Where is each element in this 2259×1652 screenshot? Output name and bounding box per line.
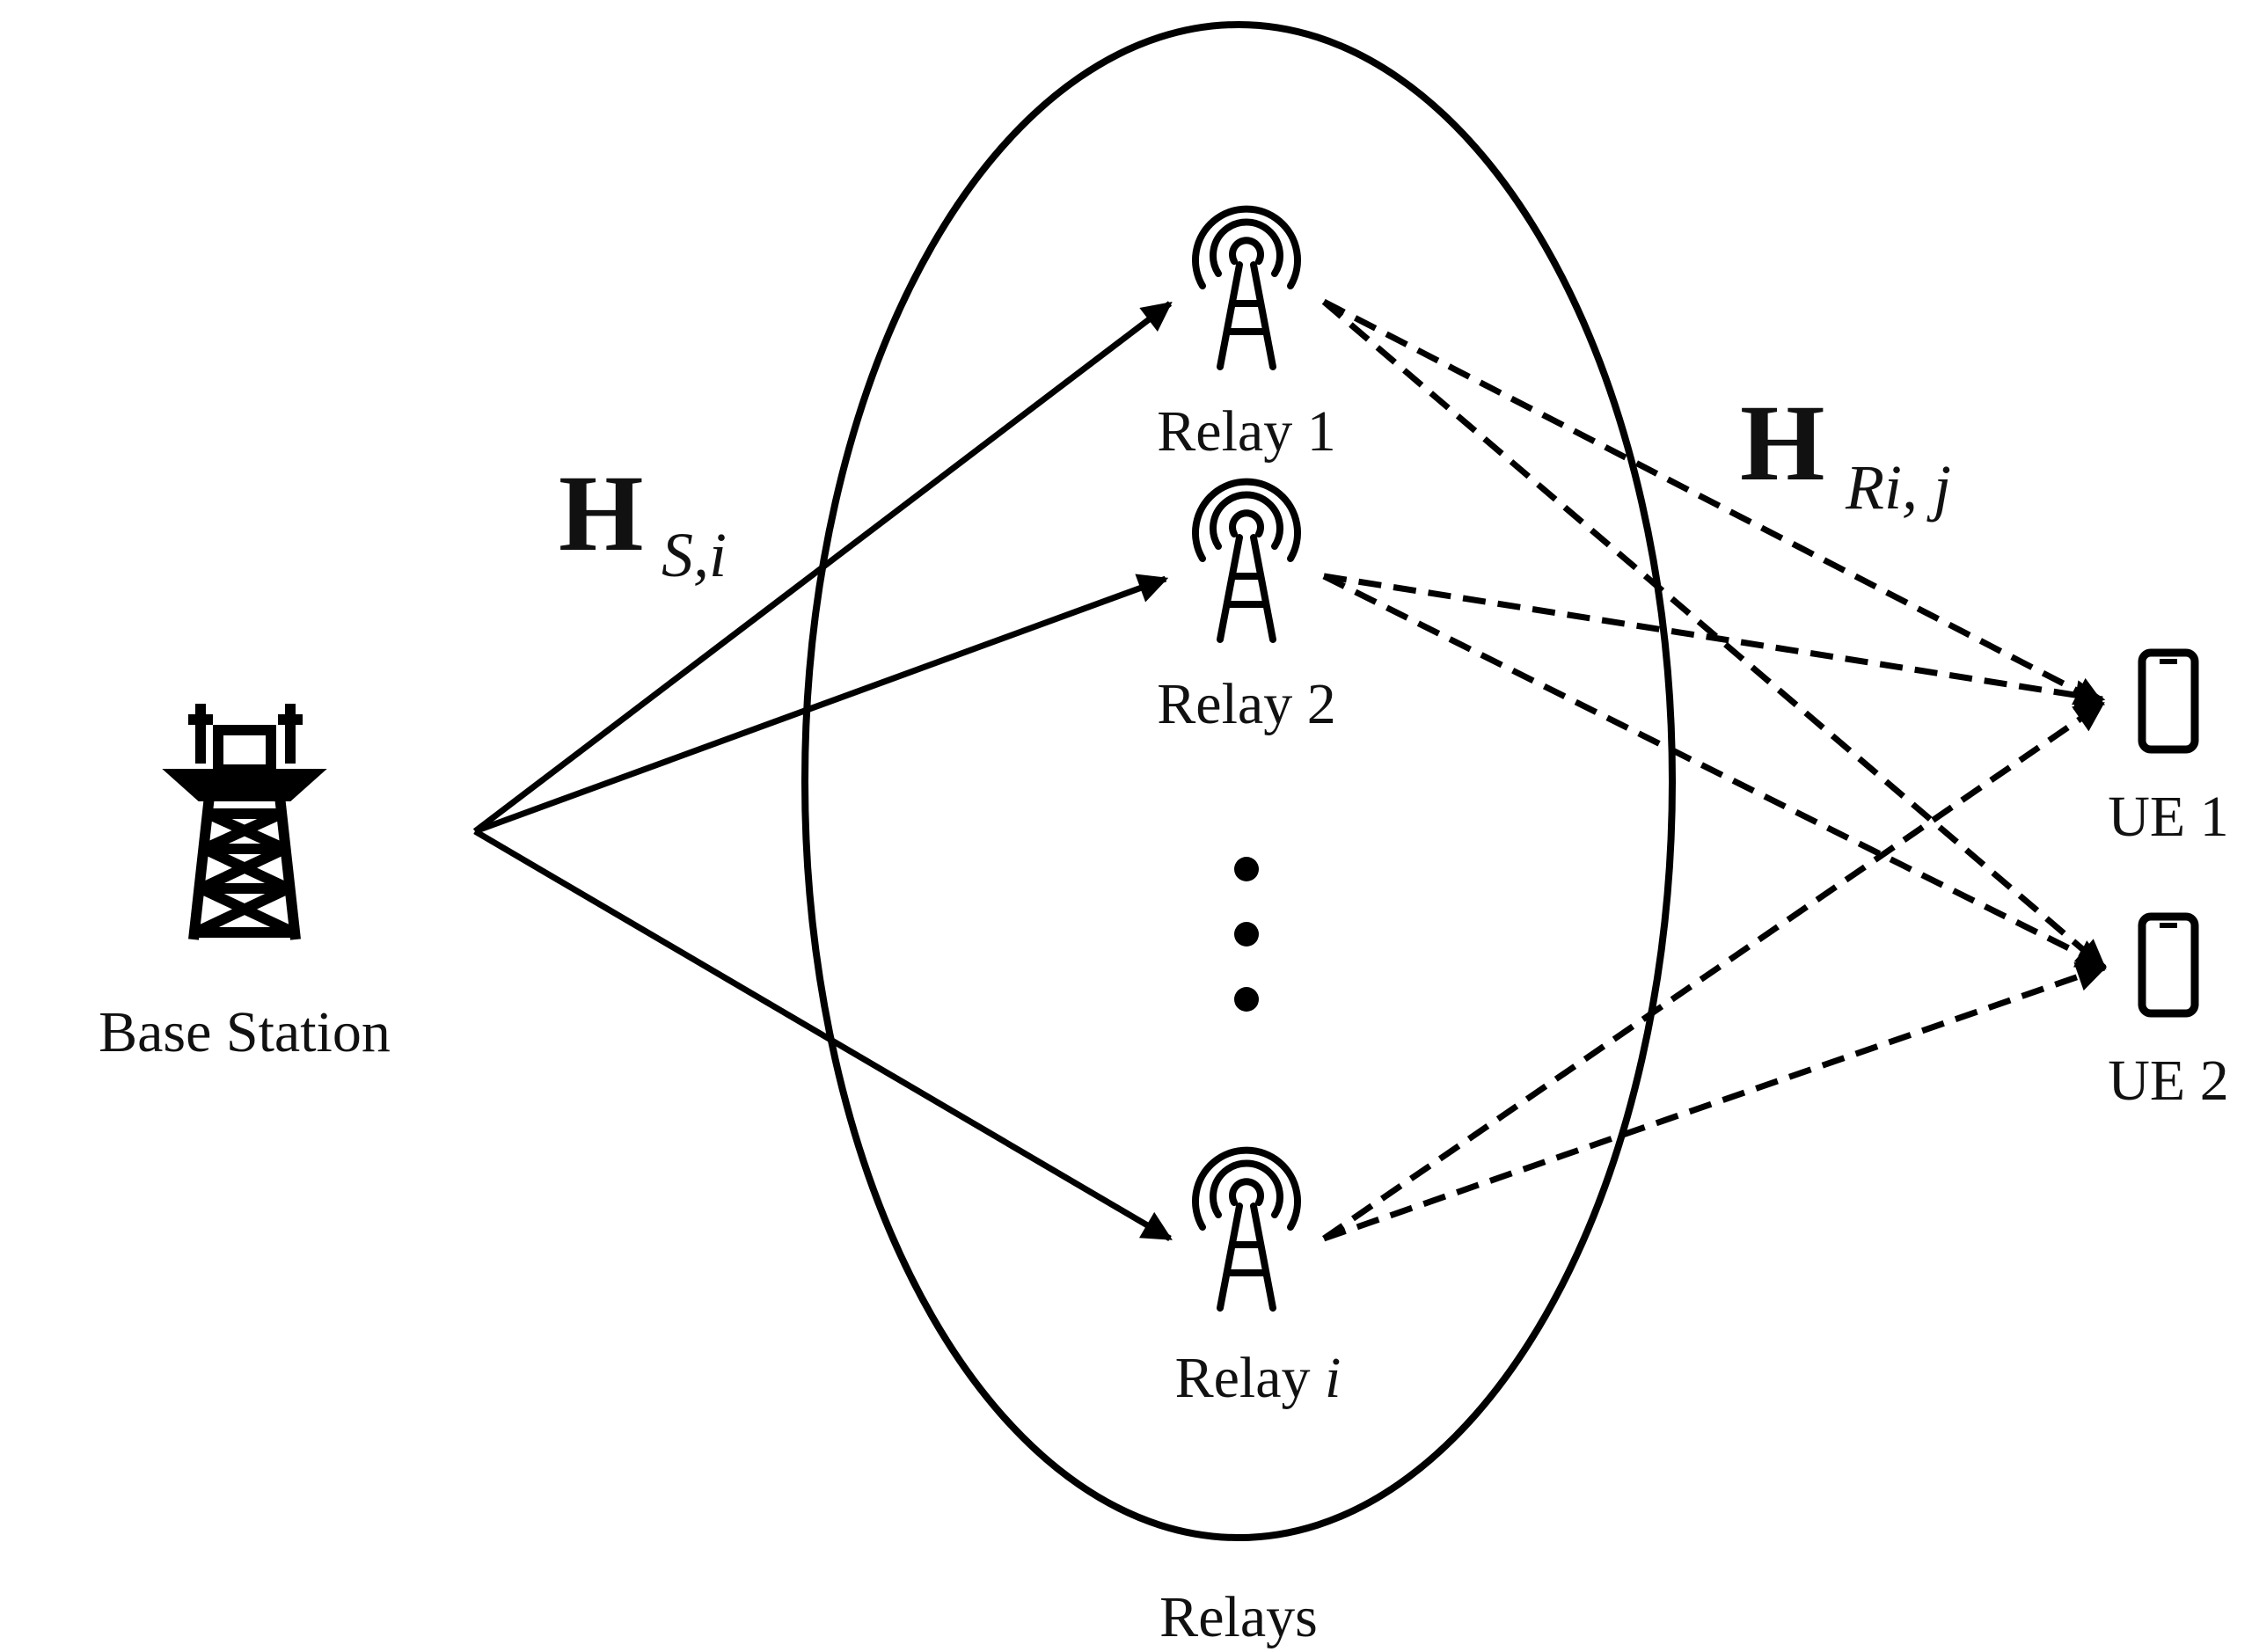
relay-group-ellipse [801,21,1676,1541]
channel-relay-ue-main: H [1740,383,1824,503]
relay-1-icon [1192,205,1301,370]
link-bs-relay-i [473,828,1173,1242]
relay-i-label-prefix: Relay [1175,1346,1325,1410]
link-relay-i-ue-2 [1322,961,2108,1242]
channel-bs-relay-subscript: S,i [662,520,727,590]
ue-2-icon [2138,912,2199,1018]
relay-group-label: Relays [1159,1585,1318,1649]
relay-i-icon [1192,1146,1301,1312]
channel-relay-ue-label: H Ri, j [1740,383,1951,523]
relay-i-label: Relay i [1175,1346,1342,1410]
relay-2-icon [1192,478,1301,643]
relay-1-label: Relay 1 [1157,399,1335,464]
channel-bs-relay-main: H [559,453,643,574]
link-relay-2-ue-2 [1322,573,2108,969]
relay-i-label-var: i [1325,1346,1341,1410]
relay-ue-links [1321,298,2108,1242]
smartphone-icon [2138,912,2199,1018]
link-relay-1-ue-2 [1321,299,2107,970]
channel-relay-ue-subscript: Ri, j [1845,452,1951,523]
antenna-tower-icon [1192,205,1301,370]
vertical-ellipsis-icon [1234,857,1259,1012]
link-bs-relay-2 [473,574,1169,835]
link-relay-i-ue-1 [1322,701,2105,1241]
link-bs-relay-1 [472,301,1173,834]
antenna-tower-icon [1192,478,1301,643]
link-relay-1-ue-1 [1322,298,2106,707]
ue-1-label: UE 1 [2108,785,2228,849]
bs-relay-links [472,301,1173,1242]
ue-1-icon [2138,648,2199,754]
ue-2-label: UE 2 [2108,1049,2228,1113]
antenna-tower-icon [1192,1146,1301,1312]
smartphone-icon [2138,648,2199,754]
base-station-label: Base Station [99,1000,391,1064]
channel-bs-relay-label: H S,i [559,453,727,590]
link-relay-2-ue-1 [1323,573,2106,711]
relay-2-label: Relay 2 [1157,672,1335,736]
transmission-tower-icon [162,704,327,940]
